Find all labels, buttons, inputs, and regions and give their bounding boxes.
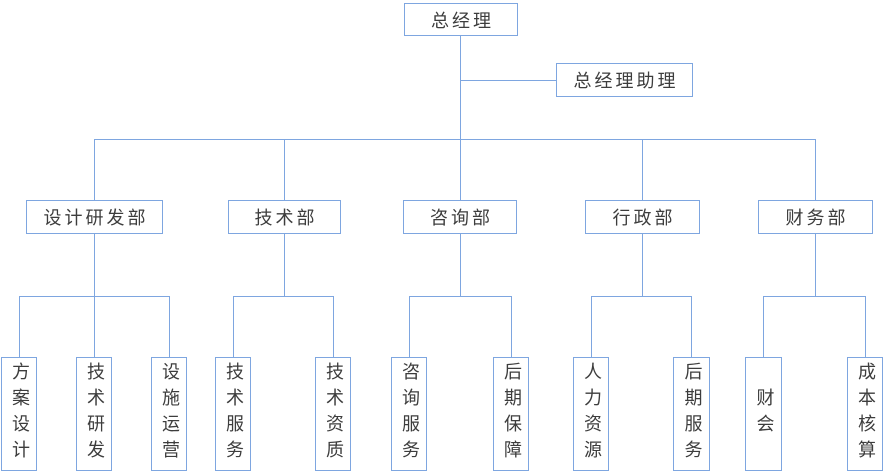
connector-line	[19, 296, 20, 357]
node-label: 后期保障	[501, 362, 522, 466]
org-node-tech-qualification: 技术资质	[315, 357, 351, 471]
connector-line	[284, 139, 285, 200]
connector-line	[460, 139, 461, 200]
connector-line	[815, 139, 816, 200]
connector-line	[642, 139, 643, 200]
node-label: 方案设计	[9, 362, 30, 466]
connector-line	[591, 296, 592, 357]
connector-line	[591, 296, 692, 297]
connector-line	[333, 296, 334, 357]
org-node-assistant: 总经理助理	[556, 63, 693, 97]
org-node-dept-admin: 行政部	[585, 200, 700, 234]
org-node-later-stage-service: 后期服务	[673, 357, 710, 471]
node-label: 技术研发	[84, 362, 105, 466]
org-node-tech-rd: 技术研发	[76, 357, 112, 471]
node-label: 设施运营	[159, 362, 180, 466]
org-node-human-resources: 人力资源	[573, 357, 609, 471]
connector-line	[94, 296, 95, 357]
node-label: 总经理助理	[573, 71, 679, 92]
org-node-scheme-design: 方案设计	[1, 357, 37, 471]
connector-line	[94, 139, 95, 200]
connector-line	[94, 234, 95, 296]
org-node-general-manager: 总经理	[404, 3, 518, 36]
connector-line	[511, 296, 512, 357]
org-node-cost-accounting: 成本核算	[847, 357, 883, 471]
org-node-tech-service: 技术服务	[215, 357, 251, 471]
connector-line	[460, 36, 461, 139]
org-node-dept-finance: 财务部	[758, 200, 873, 234]
connector-line	[284, 234, 285, 296]
node-label: 设计研发部	[43, 208, 149, 229]
connector-line	[461, 80, 556, 81]
node-label: 咨询部	[430, 208, 493, 229]
node-label: 技术资质	[323, 362, 344, 466]
node-label: 后期服务	[681, 362, 703, 466]
node-label: 财会	[753, 388, 775, 440]
connector-line	[409, 296, 410, 357]
connector-line	[233, 296, 234, 357]
connector-line	[815, 234, 816, 296]
node-label: 技术部	[254, 208, 318, 229]
connector-line	[460, 234, 461, 296]
node-label: 技术服务	[223, 362, 244, 466]
org-node-later-stage-support: 后期保障	[493, 357, 529, 471]
node-label: 人力资源	[581, 362, 602, 466]
connector-line	[763, 296, 866, 297]
org-node-dept-consulting: 咨询部	[403, 200, 517, 234]
connector-line	[169, 296, 170, 357]
connector-line	[642, 234, 643, 296]
org-node-facility-operation: 设施运营	[151, 357, 187, 471]
connector-line	[763, 296, 764, 357]
org-node-consulting-service: 咨询服务	[391, 357, 427, 471]
node-label: 总经理	[431, 10, 494, 32]
connector-line	[409, 296, 512, 297]
connector-line	[233, 296, 334, 297]
org-node-dept-design-rd: 设计研发部	[26, 200, 163, 234]
connector-line	[94, 139, 816, 140]
org-node-dept-technology: 技术部	[228, 200, 341, 234]
node-label: 成本核算	[855, 362, 876, 466]
node-label: 财务部	[785, 208, 849, 229]
node-label: 行政部	[612, 208, 676, 229]
org-node-finance-accounting: 财会	[745, 357, 782, 471]
connector-line	[691, 296, 692, 357]
node-label: 咨询服务	[399, 362, 420, 466]
connector-line	[865, 296, 866, 357]
